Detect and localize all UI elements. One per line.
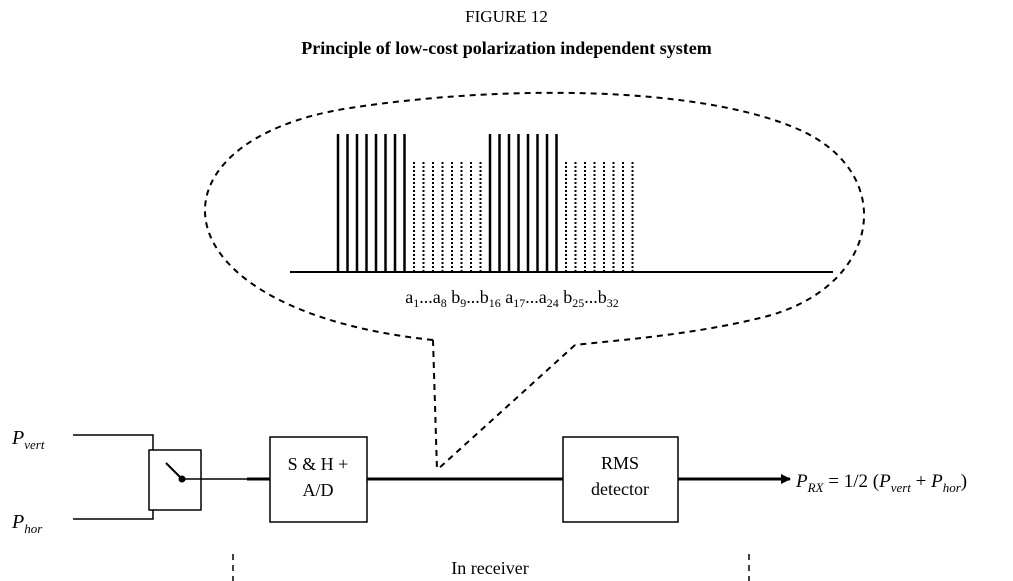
hor-input-line bbox=[73, 503, 154, 520]
a-group-2-letter: a bbox=[505, 287, 513, 307]
ellipsis-3: ... bbox=[525, 287, 539, 307]
b-group-1-letter: b bbox=[451, 287, 460, 307]
output-equation: PRX = 1/2 (Pvert + Phor) bbox=[795, 471, 967, 495]
receiver-label: In receiver bbox=[451, 558, 528, 578]
a-group-2-end-letter: a bbox=[539, 287, 547, 307]
a-group-2-end-index: 24 bbox=[547, 296, 559, 310]
figure-number: FIGURE 12 bbox=[465, 7, 548, 26]
a-group-1-letter: a bbox=[405, 287, 413, 307]
rms-detector-block bbox=[562, 436, 679, 523]
ellipsis-4: ... bbox=[584, 287, 598, 307]
b-group-2-end-index: 32 bbox=[607, 296, 619, 310]
vert-input-line bbox=[73, 434, 154, 455]
b-group-2-end-letter: b bbox=[598, 287, 607, 307]
b-group-1-end-index: 16 bbox=[489, 296, 501, 310]
figure-caption: Principle of low-cost polarization indep… bbox=[301, 38, 712, 58]
pulse-train bbox=[336, 134, 634, 272]
sample-hold-adc-block bbox=[269, 436, 368, 523]
sample-hold-label-line2: A/D bbox=[303, 480, 334, 500]
p-vert-label: Pvert bbox=[11, 427, 45, 452]
p-hor-label: Phor bbox=[11, 511, 43, 536]
bubble-pointer-right bbox=[436, 344, 576, 471]
thought-bubble bbox=[204, 91, 865, 346]
polarization-switch bbox=[148, 449, 202, 511]
b-group-2-start-index: 25 bbox=[572, 296, 584, 310]
a-group-1-end-letter: a bbox=[433, 287, 441, 307]
b-group-1-start-index: 9 bbox=[460, 296, 466, 310]
switch-lever bbox=[165, 462, 182, 479]
sample-hold-label-line1: S & H + bbox=[288, 454, 349, 474]
b-group-2-letter: b bbox=[563, 287, 572, 307]
a-group-1-end-index: 8 bbox=[441, 296, 447, 310]
ellipsis-1: ... bbox=[419, 287, 433, 307]
a-group-1-start-index: 1 bbox=[413, 296, 419, 310]
a-group-2-start-index: 17 bbox=[513, 296, 525, 310]
b-group-1-end-letter: b bbox=[480, 287, 489, 307]
rms-label-line1: RMS bbox=[601, 453, 639, 473]
sample-sequence-label: a1...a8 b9...b16 a17...a24 b25...b32 bbox=[405, 287, 619, 311]
rms-label-line2: detector bbox=[591, 479, 649, 499]
bubble-pointer-left bbox=[432, 339, 438, 471]
ellipsis-2: ... bbox=[466, 287, 480, 307]
